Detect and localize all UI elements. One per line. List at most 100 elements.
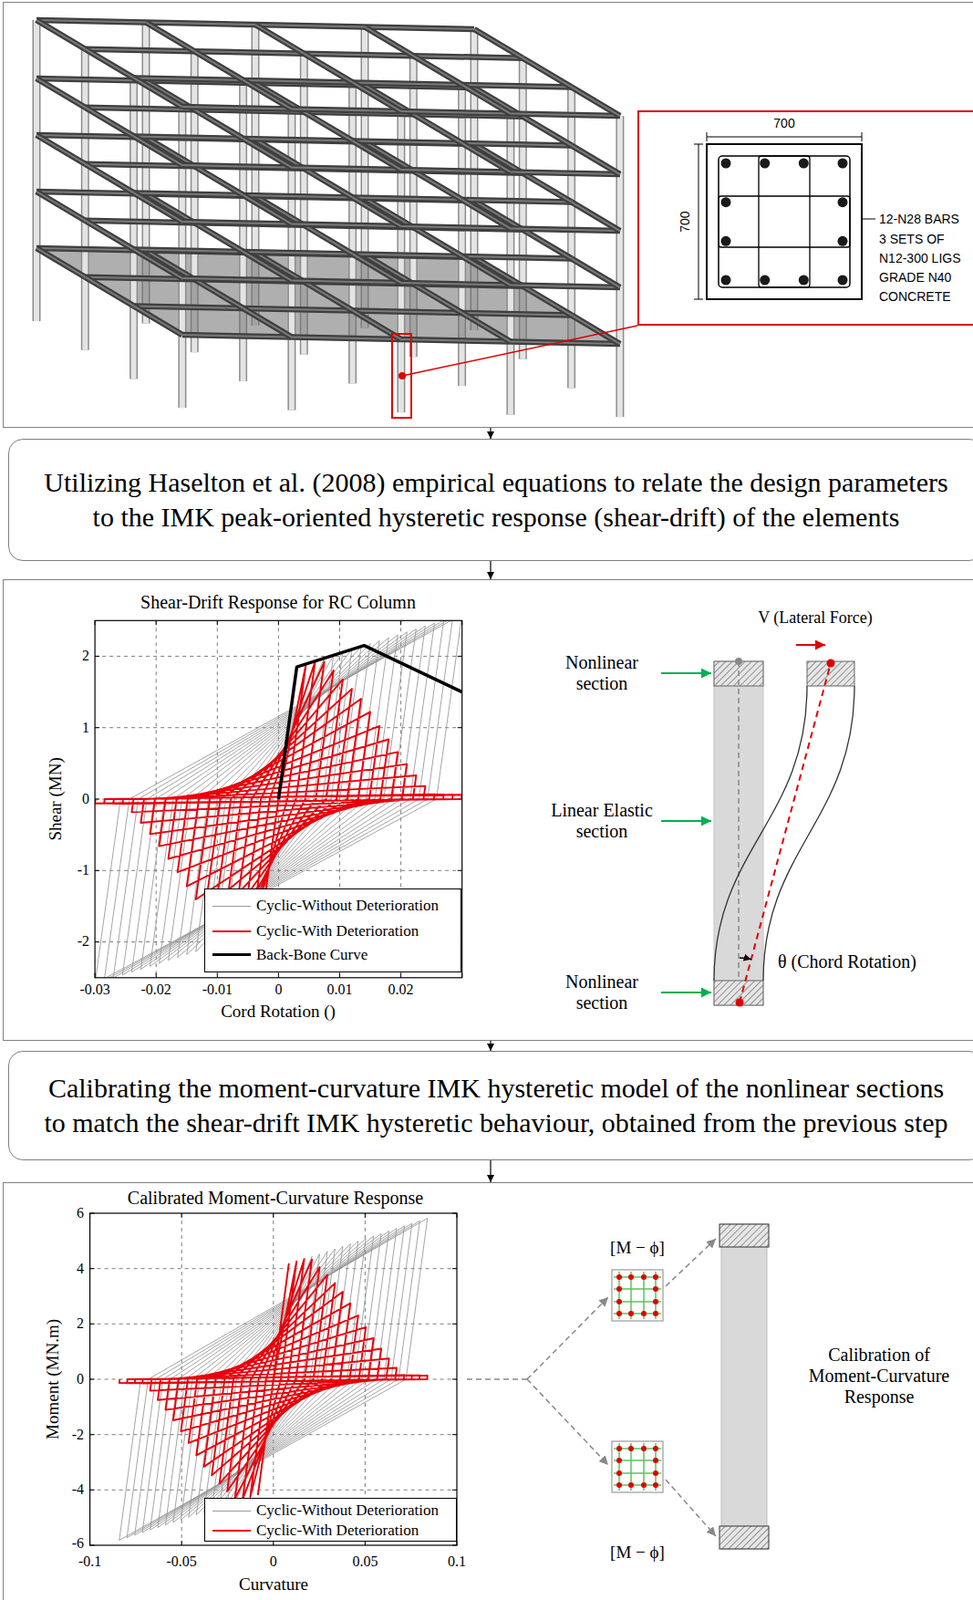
- beam-face: [462, 143, 572, 146]
- beam: [84, 220, 134, 250]
- beam-face: [84, 220, 134, 250]
- column-edge: [615, 230, 624, 288]
- text-label: [M − ϕ]: [610, 1237, 665, 1258]
- rebar-dot: [628, 1445, 634, 1451]
- deformed-edge: [763, 685, 855, 981]
- column-edge: [81, 277, 90, 351]
- beam-face: [134, 305, 183, 335]
- beam: [134, 305, 244, 309]
- beam-face: [510, 341, 621, 345]
- rebar-dot: [641, 1445, 647, 1451]
- beam: [134, 192, 183, 222]
- tick-mark: [400, 620, 402, 625]
- bar: [721, 236, 732, 247]
- dashed-link: [665, 1238, 716, 1286]
- beam-face: [36, 191, 85, 221]
- beam: [571, 144, 621, 175]
- bar: [759, 275, 770, 286]
- building-frame: [36, 20, 621, 417]
- column: [33, 78, 40, 135]
- tick-mark: [94, 655, 100, 657]
- beam-face: [36, 78, 85, 108]
- fibre-sections: [611, 1269, 663, 1492]
- process-box: Calibrating the moment-curvature IMK hys…: [8, 1050, 973, 1160]
- deformed-edge: [714, 685, 808, 981]
- beam-face: [243, 80, 292, 110]
- text-label: Shear (MN): [45, 756, 66, 840]
- beam-face: [84, 49, 195, 52]
- text-label: 0.01: [327, 981, 353, 998]
- bars: [721, 158, 849, 286]
- beam-face: [134, 135, 183, 166]
- leader-dot: [398, 372, 406, 380]
- bar: [838, 275, 849, 286]
- beam-face: [84, 164, 134, 194]
- beam-face: [36, 20, 146, 23]
- rebar-dot: [616, 1445, 622, 1451]
- section-label: GRADE N40: [879, 269, 952, 285]
- beam: [352, 82, 463, 85]
- beam-face: [352, 140, 463, 144]
- beam: [352, 310, 402, 340]
- bar: [798, 158, 809, 169]
- tick-mark: [94, 869, 100, 871]
- beam-face: [462, 312, 511, 342]
- dashed-link: [527, 1378, 609, 1465]
- beam: [462, 199, 572, 203]
- beam: [36, 191, 85, 221]
- text-label: Linear Elastic section: [545, 799, 660, 842]
- beam-face: [510, 228, 621, 232]
- beam-face: [303, 112, 352, 142]
- text-label: -2: [72, 1426, 84, 1443]
- beam-face: [413, 113, 462, 144]
- section-label: 3 SETS OF: [879, 231, 945, 247]
- beam: [194, 165, 243, 196]
- beam: [36, 20, 146, 23]
- deteriorating-curve: [119, 1258, 428, 1500]
- text-label: θ (Chord Rotation): [777, 951, 917, 973]
- beam: [401, 282, 511, 286]
- beam: [84, 49, 195, 52]
- beam: [145, 194, 195, 224]
- beam: [194, 279, 243, 309]
- beam: [243, 138, 353, 142]
- beam: [510, 285, 621, 289]
- section-square: [611, 1269, 663, 1321]
- grid-line: [90, 1267, 457, 1269]
- beam: [462, 256, 511, 286]
- beam: [352, 253, 402, 283]
- text-label: -6: [72, 1534, 84, 1552]
- column-edge: [32, 191, 42, 249]
- beam-face: [401, 282, 511, 286]
- dimension-line: [706, 136, 862, 138]
- tick-mark: [339, 973, 341, 978]
- beam: [462, 143, 511, 173]
- beam-face: [413, 170, 462, 200]
- dimension-tick: [693, 144, 704, 145]
- beam: [401, 339, 511, 342]
- beam-face: [182, 221, 292, 225]
- beam: [145, 22, 256, 26]
- chord-dot: [735, 998, 745, 1007]
- text-label: 0: [82, 790, 90, 808]
- beam-face: [303, 53, 352, 83]
- bar: [838, 196, 849, 208]
- beam: [303, 112, 352, 142]
- tick-mark: [90, 1489, 95, 1491]
- beam: [413, 170, 462, 200]
- column: [617, 174, 623, 231]
- beam: [194, 109, 243, 139]
- tick-mark: [181, 1540, 183, 1545]
- beam: [182, 278, 292, 281]
- beam-face: [401, 226, 511, 229]
- rebar-dot: [628, 1481, 634, 1488]
- column-edge: [615, 287, 624, 344]
- beam-face: [522, 173, 571, 203]
- column-body: [714, 661, 764, 1005]
- beam: [462, 312, 511, 342]
- rebar-dot: [641, 1481, 647, 1488]
- beam-face: [134, 77, 183, 107]
- moment-curvature-chart: [90, 1212, 457, 1545]
- beam-face: [352, 253, 402, 283]
